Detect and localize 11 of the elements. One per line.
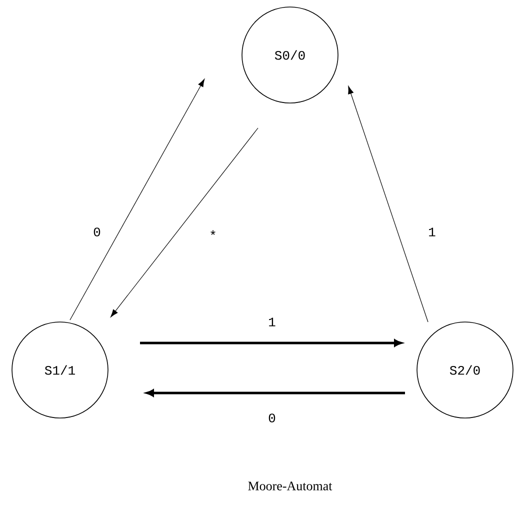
edge-label: 1 <box>267 316 277 328</box>
caption: Moore-Automat <box>248 482 332 490</box>
edge-label: 1 <box>427 226 437 238</box>
arrow <box>110 128 258 318</box>
arrow <box>70 78 205 320</box>
arrow <box>146 389 405 397</box>
edge-label: 0 <box>267 412 277 424</box>
edge-label: * <box>208 229 218 241</box>
arrow <box>348 86 428 322</box>
edge-label: 0 <box>92 226 102 238</box>
arrow <box>140 339 402 347</box>
